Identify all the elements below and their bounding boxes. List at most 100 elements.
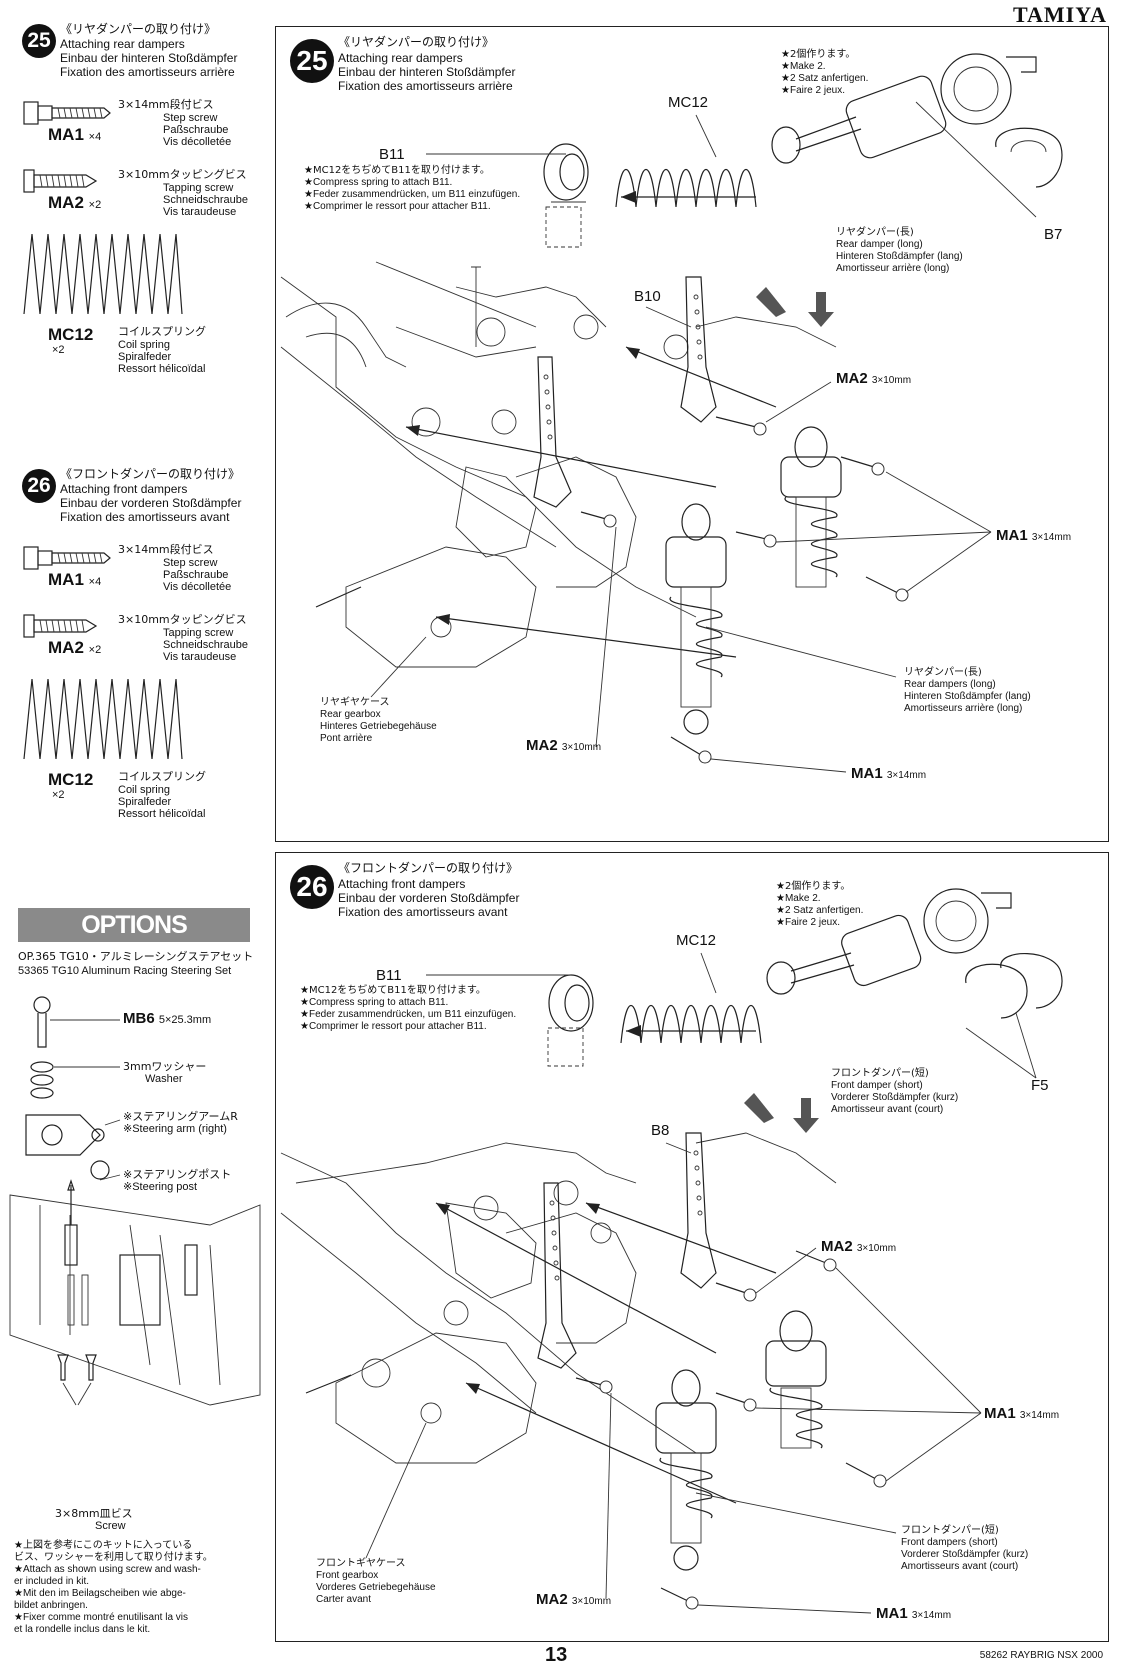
kit-code: 58262 RAYBRIG NSX 2000 [979, 1650, 1103, 1661]
b11-note-line: ★Comprimer le ressort pour attacher B11. [304, 201, 491, 212]
label-ma2-top: MA2 3×10mm [821, 1238, 897, 1255]
damper-label-line: Front dampers (short) [901, 1537, 998, 1548]
damper-label-line: リヤダンパー(長) [836, 227, 914, 238]
label-b11: B11 [376, 967, 402, 984]
step26-diagram-title-en: Attaching front dampers [338, 877, 466, 891]
options-mb6-code: MB6 5×25.3mm [123, 1010, 212, 1027]
part-ma2-size: 3×10mmタッピングビス [118, 168, 247, 181]
damper-label-line: Vorderer Stoßdämpfer (kurz) [831, 1092, 959, 1103]
label-b7: B7 [1044, 226, 1063, 243]
part-ma1-size: 3×14mm段付ビス [118, 98, 214, 111]
step-screw-icon [23, 546, 111, 570]
part-ma1-code: MA1 ×4 [48, 125, 102, 144]
tapping-screw-icon [23, 614, 98, 638]
part-ma1-size: 3×14mm段付ビス [118, 543, 214, 556]
screw-ma1 [795, 1250, 837, 1272]
damper-label-line: Front damper (short) [831, 1080, 923, 1091]
b11-note-line: ★Comprimer le ressort pour attacher B11. [300, 1021, 487, 1032]
screw-ma1 [735, 531, 777, 548]
part-ma2-de: Schneidschraube [163, 639, 249, 651]
damper-stay-b8 [680, 1132, 717, 1289]
screw-ma1 [845, 1462, 887, 1488]
part-ma1-code: MA1 ×4 [48, 570, 102, 589]
damper-label-line: Amortisseurs avant (court) [901, 1561, 1019, 1572]
assembled-damper-upper [780, 426, 842, 588]
make2-line: ★2個作ります。 [781, 49, 856, 60]
options-note-line: ★上図を参考にこのキットに入っている [14, 1540, 193, 1551]
step26-title-fr: Fixation des amortisseurs avant [60, 510, 230, 524]
step-screw-icon [23, 101, 111, 125]
b11-note: ★MC12をちぢめてB11を取り付けます。 ★Compress spring t… [304, 165, 520, 213]
damper-label-line: リヤダンパー(長) [904, 667, 982, 678]
damper-label-line: フロントダンパー(短) [901, 1525, 999, 1536]
options-screw-jp: 3×8mm皿ビス [55, 1507, 133, 1520]
damper-label-line: Amortisseur avant (court) [831, 1104, 944, 1115]
brand-logo: TAMIYA [1012, 2, 1107, 27]
part-ma1-de: Paßschraube [163, 569, 229, 581]
gearbox-line: フロントギヤケース [316, 1558, 406, 1569]
step25-title-en: Attaching rear dampers [60, 37, 185, 51]
step26-diagram-badge: 26 [290, 865, 334, 909]
part-ma2-code: MA2 ×2 [48, 193, 102, 212]
part-mc12-de: Spiralfeder [118, 351, 172, 363]
part-mc12-fr: Ressort hélicoïdal [118, 363, 206, 375]
make2-line: ★2個作ります。 [776, 881, 851, 892]
assembled-damper-lower [665, 503, 727, 735]
damper-label-line: Hinteren Stoßdämpfer (lang) [836, 251, 963, 262]
label-ma1-bottom: MA1 3×14mm [851, 765, 927, 782]
damper-long-label-2: リヤダンパー(長) Rear dampers (long) Hinteren S… [904, 667, 1031, 715]
step25-parts-panel: 25 《リヤダンパーの取り付け》 Attaching rear dampers … [18, 20, 273, 390]
label-ma1-right: MA1 3×14mm [984, 1405, 1060, 1422]
options-item-en: 53365 TG10 Aluminum Racing Steering Set [18, 965, 232, 977]
options-arm-jp: ※ステアリングアームR [123, 1110, 238, 1123]
options-note-line: ★Attach as shown using screw and wash- [14, 1564, 201, 1575]
step26-number-badge: 26 [22, 469, 56, 503]
step25-title-de: Einbau der hinteren Stoßdämpfer [60, 51, 238, 65]
step25-diagram-badge: 25 [290, 39, 334, 83]
options-screw-en: Screw [95, 1520, 126, 1532]
label-b8: B8 [651, 1122, 670, 1139]
part-mc12-qty: ×2 [52, 344, 65, 356]
page-number: 13 [545, 1644, 568, 1666]
make2-line: ★Make 2. [776, 893, 821, 904]
make2-line: ★Make 2. [781, 61, 826, 72]
make2-line: ★2 Satz anfertigen. [776, 905, 864, 916]
step25-diagram-title-fr: Fixation des amortisseurs arrière [338, 79, 513, 93]
gearbox-line: Rear gearbox [320, 709, 381, 720]
options-post-jp: ※ステアリングポスト [123, 1168, 232, 1181]
step26-diagram-box: 26 《フロントダンパーの取り付け》 Attaching front dampe… [275, 852, 1109, 1642]
front-damper-body [766, 888, 1012, 995]
b11-note-line: ★MC12をちぢめてB11を取り付けます。 [304, 165, 490, 176]
label-ma2-bottom: MA2 3×10mm [526, 737, 602, 754]
part-ma1-de: Paßschraube [163, 124, 229, 136]
gearbox-line: Pont arrière [320, 733, 373, 744]
gearbox-line: Vorderes Getriebegehäuse [316, 1582, 436, 1593]
options-arm-en: ※Steering arm (right) [123, 1123, 227, 1135]
label-ma2-bottom: MA2 3×10mm [536, 1591, 612, 1608]
gearbox-line: Hinteres Getriebegehäuse [320, 721, 437, 732]
damper-stay-left [537, 1182, 577, 1369]
options-washer-jp: 3mmワッシャー [123, 1060, 207, 1073]
step25-diagram-box: 25 《リヤダンパーの取り付け》 Attaching rear dampers … [275, 26, 1109, 842]
part-mc12-fr: Ressort hélicoïdal [118, 808, 206, 820]
coil-spring-icon [23, 678, 183, 760]
part-ma2-en: Tapping screw [163, 627, 234, 639]
options-note-line: bildet anbringen. [14, 1600, 88, 1611]
screw-ma1 [865, 576, 909, 602]
step26-title-jp: 《フロントダンパーの取り付け》 [60, 467, 241, 481]
damper-long-label: リヤダンパー(長) Rear damper (long) Hinteren St… [836, 227, 963, 275]
label-b11: B11 [379, 146, 405, 163]
screw-ma1 [840, 456, 885, 476]
options-item-jp: OP.365 TG10・アルミレーシングステアセット [18, 950, 254, 963]
step26-diagram-title-jp: 《フロントダンパーの取り付け》 [338, 861, 519, 875]
gearbox-line: Front gearbox [316, 1570, 379, 1581]
step25-diagram-title-de: Einbau der hinteren Stoßdämpfer [338, 65, 516, 79]
b11-note-line: ★MC12をちぢめてB11を取り付けます。 [300, 985, 486, 996]
part-ma2-code: MA2 ×2 [48, 638, 102, 657]
label-f5: F5 [1031, 1077, 1049, 1094]
damper-spring-mc12 [620, 1005, 762, 1044]
damper-label-line: Rear damper (long) [836, 239, 923, 250]
options-heading: OPTIONS [18, 908, 250, 942]
part-mc12-en: Coil spring [118, 784, 170, 796]
step26-diagram-title-de: Einbau der vorderen Stoßdämpfer [338, 891, 520, 905]
